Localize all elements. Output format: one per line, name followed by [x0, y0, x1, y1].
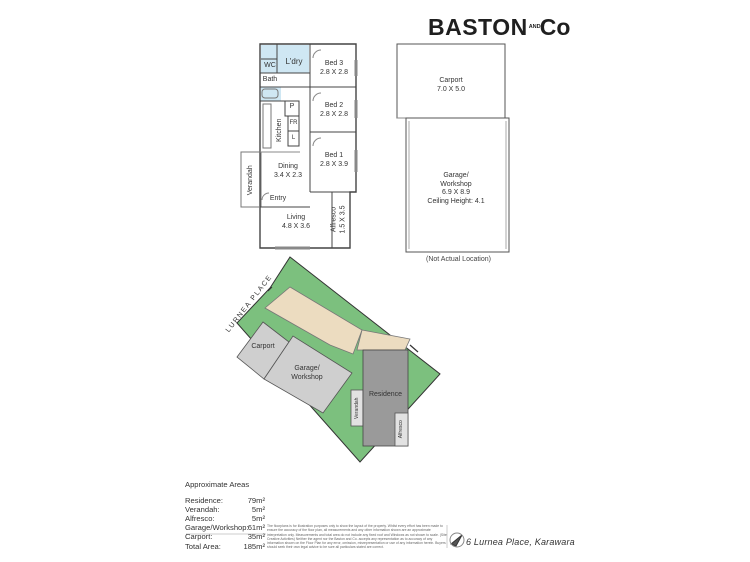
- site-verandah-label: Verandah: [353, 397, 360, 419]
- areas-row: Carport:35m²: [185, 532, 265, 541]
- areas-row: Alfresco:5m²: [185, 514, 265, 523]
- laundry-label: L'dry: [285, 57, 303, 66]
- brand-name: BASTON: [428, 13, 528, 40]
- outbuildings: [396, 43, 510, 253]
- entry-label: Entry: [269, 195, 287, 202]
- brand-logo: BASTON AND Co: [428, 14, 570, 40]
- brand-co: Co: [539, 13, 571, 40]
- site-residence-label: Residence: [368, 391, 403, 398]
- wc-label: WC: [264, 62, 276, 69]
- areas-total-row: Total Area:185m²: [185, 542, 265, 551]
- property-address: 6 Lurnea Place, Karawara: [466, 537, 575, 547]
- areas-row: Verandah:5m²: [185, 505, 265, 514]
- fridge-label: FR: [289, 120, 298, 126]
- areas-row: Residence:79m²: [185, 496, 265, 505]
- areas-title: Approximate Areas: [185, 480, 250, 489]
- not-actual-location-note: (Not Actual Location): [426, 256, 491, 263]
- north-arrow-icon: [449, 532, 465, 548]
- kitchen-label: Kitchen: [275, 118, 283, 142]
- pantry-label: P: [289, 103, 295, 110]
- bath-label: Bath: [262, 76, 278, 83]
- disclaimer-text: The floorplans is for illustration purpo…: [267, 524, 447, 550]
- site-alfresco-label: Alfresco: [397, 420, 404, 439]
- brand-and: AND: [528, 24, 541, 30]
- site-plan: [236, 256, 441, 463]
- areas-row: Garage/Workshop:61m²: [185, 523, 265, 532]
- verandah-label: Verandah: [246, 165, 254, 196]
- areas-table: Approximate Areas Residence:79m² Veranda…: [185, 480, 267, 555]
- site-garage-label: Garage/Workshop: [291, 365, 323, 381]
- site-carport-label: Carport: [251, 343, 275, 350]
- floor-plan: [240, 43, 358, 250]
- linen-label: L: [291, 135, 296, 141]
- garage-outline: [405, 117, 510, 253]
